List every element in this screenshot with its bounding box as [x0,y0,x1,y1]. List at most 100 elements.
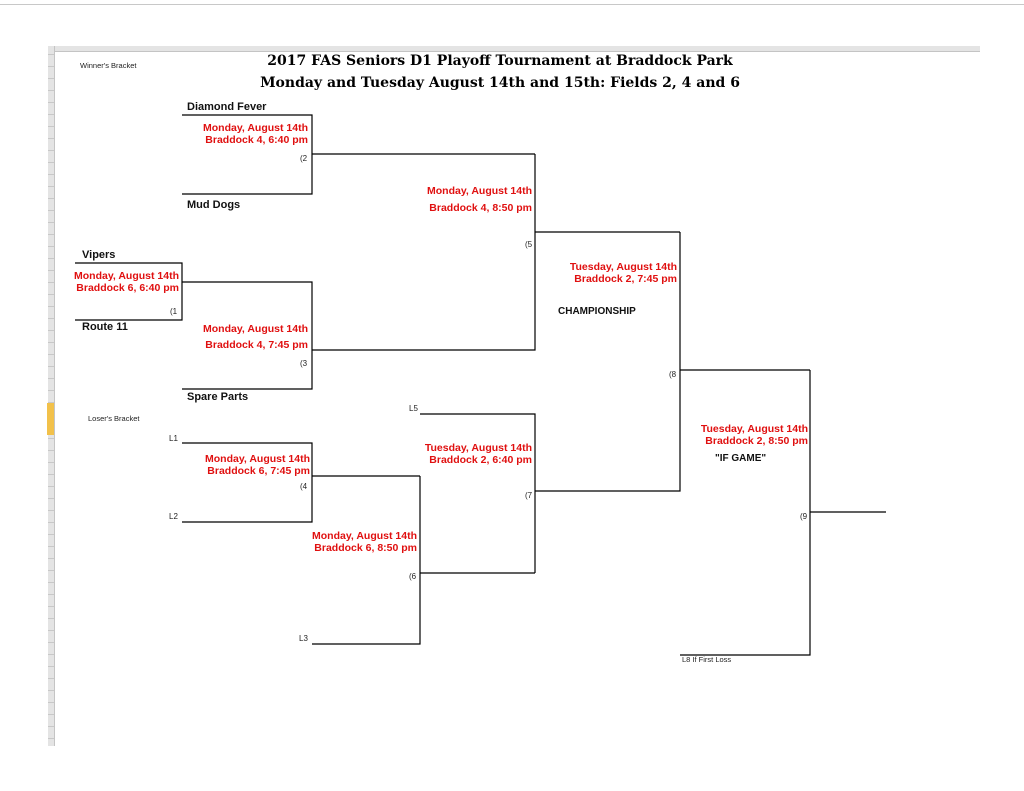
row-header-tick [48,150,54,151]
slot-l5: L5 [409,404,418,413]
row-header-tick [48,570,54,571]
row-header-tick [48,342,54,343]
row-header-tick [48,234,54,235]
slot-l3: L3 [299,634,308,643]
row-header-tick [48,378,54,379]
row-header-tick [48,678,54,679]
row-header-tick [48,654,54,655]
game7-date: Tuesday, August 14th [424,442,532,454]
slot-l8: L8 If First Loss [682,655,732,664]
row-header-tick [48,534,54,535]
row-header-tick [48,366,54,367]
row-header-tick [48,222,54,223]
game2-schedule: Monday, August 14th Braddock 4, 6:40 pm [150,122,308,146]
row-header-tick [48,594,54,595]
row-header-tick [48,306,54,307]
row-header-tick [48,270,54,271]
row-header-tick [48,702,54,703]
game6-bracket [312,476,421,645]
row-header-tick [48,558,54,559]
championship-label: CHAMPIONSHIP [558,306,636,317]
row-header-tick [48,630,54,631]
team-spare-parts: Spare Parts [187,391,249,403]
row-header-tick [48,78,54,79]
row-header-tick [48,726,54,727]
row-header-tick [48,450,54,451]
game1-schedule: Monday, August 14th Braddock 6, 6:40 pm [40,270,179,294]
row-header-tick [48,162,54,163]
row-header-tick [48,330,54,331]
game4-date: Monday, August 14th [205,453,310,465]
game1-number: (1 [170,307,178,316]
game2-field: Braddock 4, 6:40 pm [205,134,308,146]
row-header-tick [48,522,54,523]
row-header-tick [48,246,54,247]
winners-bracket-label: Winner's Bracket [80,61,137,70]
slot-l2: L2 [169,512,178,521]
row-header-tick [48,66,54,67]
page-top-border [0,4,1024,5]
game5-bracket [312,154,536,351]
row-header-tick [48,510,54,511]
slot-l1: L1 [169,434,178,443]
row-header-tick [48,690,54,691]
game7-bracket [420,413,536,573]
game9-number: (9 [800,512,808,521]
game5-field: Braddock 4, 8:50 pm [429,202,532,214]
row-header-tick [48,114,54,115]
game9-field: Braddock 2, 8:50 pm [705,435,808,447]
if-game-label: "IF GAME" [715,453,767,464]
game5-number: (5 [525,240,533,249]
losers-bracket-label: Loser's Bracket [88,414,140,423]
game6-date: Monday, August 14th [312,530,417,542]
row-header-tick [48,186,54,187]
game6-schedule: Monday, August 14th Braddock 6, 8:50 pm [255,530,417,554]
row-header-tick [48,138,54,139]
row-header-tick [48,498,54,499]
game2-number: (2 [300,154,308,163]
game2-date: Monday, August 14th [203,122,308,134]
game4-bracket [182,442,313,523]
title-line-1: 2017 FAS Seniors D1 Playoff Tournament a… [267,53,733,69]
game8-number: (8 [669,370,677,379]
game1-bracket [75,262,183,321]
game3-field: Braddock 4, 7:45 pm [205,339,308,351]
team-diamond-fever: Diamond Fever [187,101,267,113]
game4-schedule: Monday, August 14th Braddock 6, 7:45 pm [150,453,310,477]
row-header-tick [48,126,54,127]
row-header-tick [48,546,54,547]
row-header-tick [48,282,54,283]
team-mud-dogs: Mud Dogs [187,199,241,211]
row-header-tick [48,714,54,715]
game3-schedule: Monday, August 14th Braddock 4, 7:45 pm [150,321,308,353]
row-header-tick [48,318,54,319]
spreadsheet-row-header [48,46,55,746]
row-header-tick [48,438,54,439]
row-header-tick [48,210,54,211]
game4-number: (4 [300,482,308,491]
row-header-tick [48,198,54,199]
game8-date: Tuesday, August 14th [569,261,677,273]
team-route-11: Route 11 [82,321,128,333]
row-header-tick [48,354,54,355]
row-header-tick [48,642,54,643]
game5-date: Monday, August 14th [427,185,532,197]
game5-schedule: Monday, August 14th Braddock 4, 8:50 pm [370,183,532,217]
game3-date: Monday, August 14th [203,323,308,335]
row-header-tick [48,738,54,739]
row-header-tick [48,486,54,487]
game1-date: Monday, August 14th [74,270,179,282]
game9-schedule: Tuesday, August 14th Braddock 2, 8:50 pm [660,423,808,447]
game3-bracket [182,281,313,390]
row-header-tick [48,474,54,475]
team-vipers: Vipers [82,249,116,261]
row-header-tick [48,390,54,391]
row-header-tick [48,606,54,607]
row-header-tick [48,402,54,403]
game7-schedule: Tuesday, August 14th Braddock 2, 6:40 pm [370,442,532,466]
game8-field: Braddock 2, 7:45 pm [574,273,677,285]
row-header-tick [48,102,54,103]
row-header-tick [48,666,54,667]
game8-bracket [535,232,681,492]
